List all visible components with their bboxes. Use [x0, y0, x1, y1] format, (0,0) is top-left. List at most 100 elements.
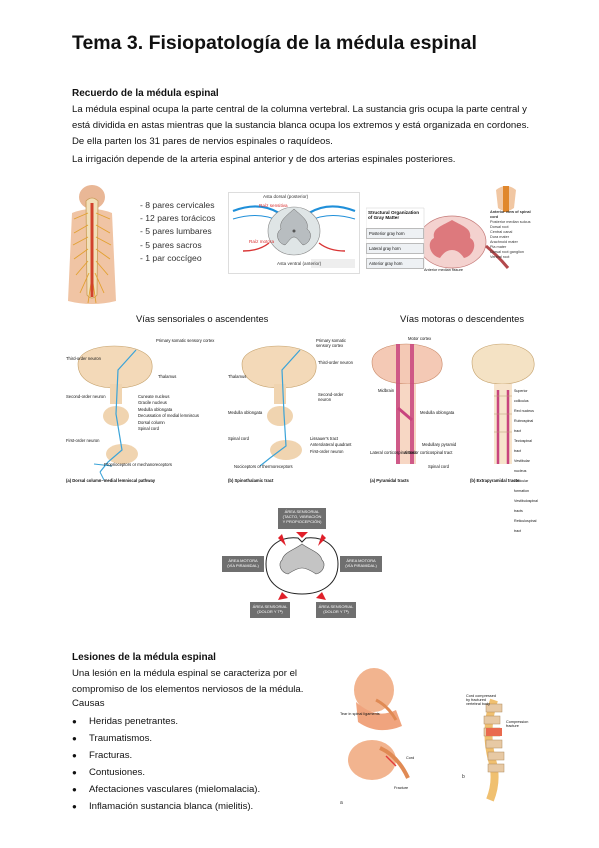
sensory-label: Dorsal column	[138, 419, 165, 425]
gm-label: Pia mater	[490, 245, 507, 249]
sensory-label: Second-order neuron	[66, 394, 106, 399]
sensory-label: Medulla oblongata	[138, 406, 173, 412]
label-ventral-horn: Asta ventral (anterior)	[277, 261, 322, 266]
injury-label: Fracture	[394, 786, 409, 790]
label-sensory-root: Raíz sensitiva	[259, 203, 288, 208]
motor-label: Vestibulospinal tracts	[514, 499, 538, 513]
motor-label: Red nucleus	[514, 409, 534, 413]
label-dorsal-horn: Asta dorsal (posterior)	[263, 194, 309, 199]
sensory-label: Decussation of medial lemniscus	[138, 413, 199, 419]
gm-label: Dorsal root	[490, 225, 509, 229]
paragraph-medula: La médula espinal ocupa la parte central…	[72, 104, 530, 147]
nerve-pair-item: - 12 pares torácicos	[140, 213, 216, 224]
nerve-pairs-list: - 8 pares cervicales - 12 pares torácico…	[140, 199, 215, 265]
cause-item: Heridas penetrantes.	[72, 713, 260, 730]
motor-label: Lateral corticospinal tract	[370, 450, 417, 455]
injury-label: Compression fracture	[506, 720, 529, 728]
sensory-label: Medulla oblongata	[228, 410, 263, 415]
causes-label: Causas	[72, 698, 105, 709]
gm-label: Dorsal root ganglion	[490, 250, 524, 254]
sensory-label: Spinal cord	[138, 426, 159, 432]
sensory-label: Second-order neuron	[318, 392, 344, 402]
motor-label: Reticulospinal tract	[514, 519, 537, 533]
motor-label: Medullary pyramid	[422, 442, 457, 447]
label-motor-root: Raíz motora	[249, 239, 275, 244]
motor-label: Superior colliculus	[514, 389, 529, 403]
sensory-a-labels-mid: Cuneate nucleus Gracile nucleus Medulla …	[138, 394, 199, 432]
area-motor-left: ÁREA MOTORA(VÍA PIRAMIDAL)	[222, 556, 264, 572]
injury-label: Cord	[406, 756, 415, 760]
spinal-nerves-figure: - 8 pares cervicales - 12 pares torácico…	[64, 183, 224, 308]
paragraph-lesion: Una lesión en la médula espinal se carac…	[72, 668, 304, 695]
section-heading-lesiones: Lesiones de la médula espinal	[72, 652, 216, 663]
gray-matter-figure: Structural Organization of Gray Matter P…	[365, 180, 534, 274]
cause-item: Traumatismos.	[72, 730, 260, 747]
sensory-a-labels: Primary somatic sensory cortex	[156, 338, 214, 344]
gm-label: Posterior median sulcus	[490, 220, 531, 224]
sensory-label: Third-order neuron	[66, 356, 101, 361]
sensory-b-caption: (b) Spinothalamic tract	[228, 478, 274, 483]
page-title: Tema 3. Fisiopatología de la médula espi…	[72, 32, 477, 54]
sensory-a-caption: (a) Dorsal column–medial lemniscal pathw…	[66, 478, 156, 483]
sensory-label: Gracile nucleus	[138, 400, 167, 406]
motor-label: Reticular formation	[514, 479, 529, 493]
caption-sensory-pathways: Vías sensoriales o ascendentes	[136, 313, 269, 324]
injury-label: Tear in spinal ligaments	[340, 712, 380, 716]
sensory-label: Third-order neuron	[318, 360, 353, 365]
causes-list: Heridas penetrantes. Traumatismos. Fract…	[72, 713, 260, 815]
nerve-pair-item: - 5 pares sacros	[140, 239, 202, 250]
spinal-injury-figure: a b Tear in spinal ligaments Cord compre…	[336, 660, 536, 810]
gm-label: Central canal	[490, 230, 513, 234]
motor-a-caption: (a) Pyramidal tracts	[370, 478, 409, 483]
svg-text:a: a	[340, 800, 343, 806]
sensory-pathways-figure: Primary somatic sensory cortex Third-ord…	[64, 334, 354, 486]
nerve-pair-item: - 8 pares cervicales	[140, 200, 215, 210]
motor-label: Rubrospinal tract	[514, 419, 534, 433]
area-sensory-pain-right: ÁREA SENSORIAL(DOLOR Y Tª)	[316, 602, 356, 618]
gray-horn-row: Lateral gray horn	[366, 243, 424, 254]
cause-item: Contusiones.	[72, 764, 260, 781]
gm-label: Ventral root	[490, 255, 510, 259]
gray-matter-heading: Structural Organization of Gray Matter	[368, 210, 420, 220]
sensory-label: Anterolateral quadrant	[310, 442, 352, 448]
motor-label: Motor cortex	[408, 336, 432, 341]
cross-section-figure: Asta dorsal (posterior) Raíz sensitiva R…	[228, 192, 360, 274]
motor-label: Anterior corticospinal tract	[404, 450, 453, 455]
sensory-label: Nociceptors or thermoreceptors	[234, 464, 293, 469]
svg-text:b: b	[462, 774, 465, 780]
sensory-label: Primary somatic sensory cortex	[316, 338, 347, 348]
sensory-label: First-order neuron	[310, 448, 344, 454]
sensory-b-labels: Lissauer's tract Anterolateral quadrant …	[310, 436, 351, 455]
section-heading-recuerdo: Recuerdo de la médula espinal	[72, 88, 219, 99]
sensory-label: Spinal cord	[228, 436, 249, 441]
injury-label: Cord compressed by fractured vertebral b…	[466, 694, 496, 706]
sensory-label: Thalamus	[158, 374, 177, 379]
area-sensory-pain-left: ÁREA SENSORIAL(DOLOR Y Tª)	[250, 602, 290, 618]
motor-label: Vestibular nucleus	[514, 459, 530, 473]
cause-item: Inflamación sustancia blanca (mielitis).	[72, 798, 260, 815]
nerve-pair-item: - 5 pares lumbares	[140, 226, 212, 237]
sensory-label: Proprioceptors or mechanoreceptors	[104, 462, 172, 467]
motor-pathways-figure: Motor cortex Midbrain Medulla oblongata …	[368, 334, 538, 533]
sensory-label: Primary somatic sensory cortex	[156, 338, 215, 343]
gm-label: Anterior view of spinal cord	[490, 210, 531, 219]
motor-b-labels: Superior colliculus Red nucleus Rubrospi…	[514, 386, 538, 536]
caption-motor-pathways: Vías motoras o descendentes	[400, 313, 525, 324]
motor-label: Spinal cord	[428, 464, 449, 469]
cause-item: Afectaciones vasculares (mielomalacia).	[72, 781, 260, 798]
motor-label: Tectospinal tract	[514, 439, 532, 453]
sensory-label: First-order neuron	[66, 438, 100, 443]
gm-label: Dura mater	[490, 235, 509, 239]
sensory-label: Cuneate nucleus	[138, 394, 170, 399]
motor-b-caption: (b) Extrapyramidal tracts	[470, 478, 520, 483]
sensory-label: Thalamus	[228, 374, 247, 379]
motor-label: Medulla oblongata	[420, 410, 455, 415]
area-motor-right: ÁREA MOTORA(VÍA PIRAMIDAL)	[340, 556, 382, 572]
gm-label: Arachnoid mater	[490, 240, 518, 244]
gray-horn-row: Posterior gray horn	[366, 228, 424, 239]
nerve-pair-item: - 1 par coccígeo	[140, 252, 202, 263]
gray-horn-row: Anterior gray horn	[366, 258, 424, 269]
sensory-label: Lissauer's tract	[310, 436, 339, 441]
